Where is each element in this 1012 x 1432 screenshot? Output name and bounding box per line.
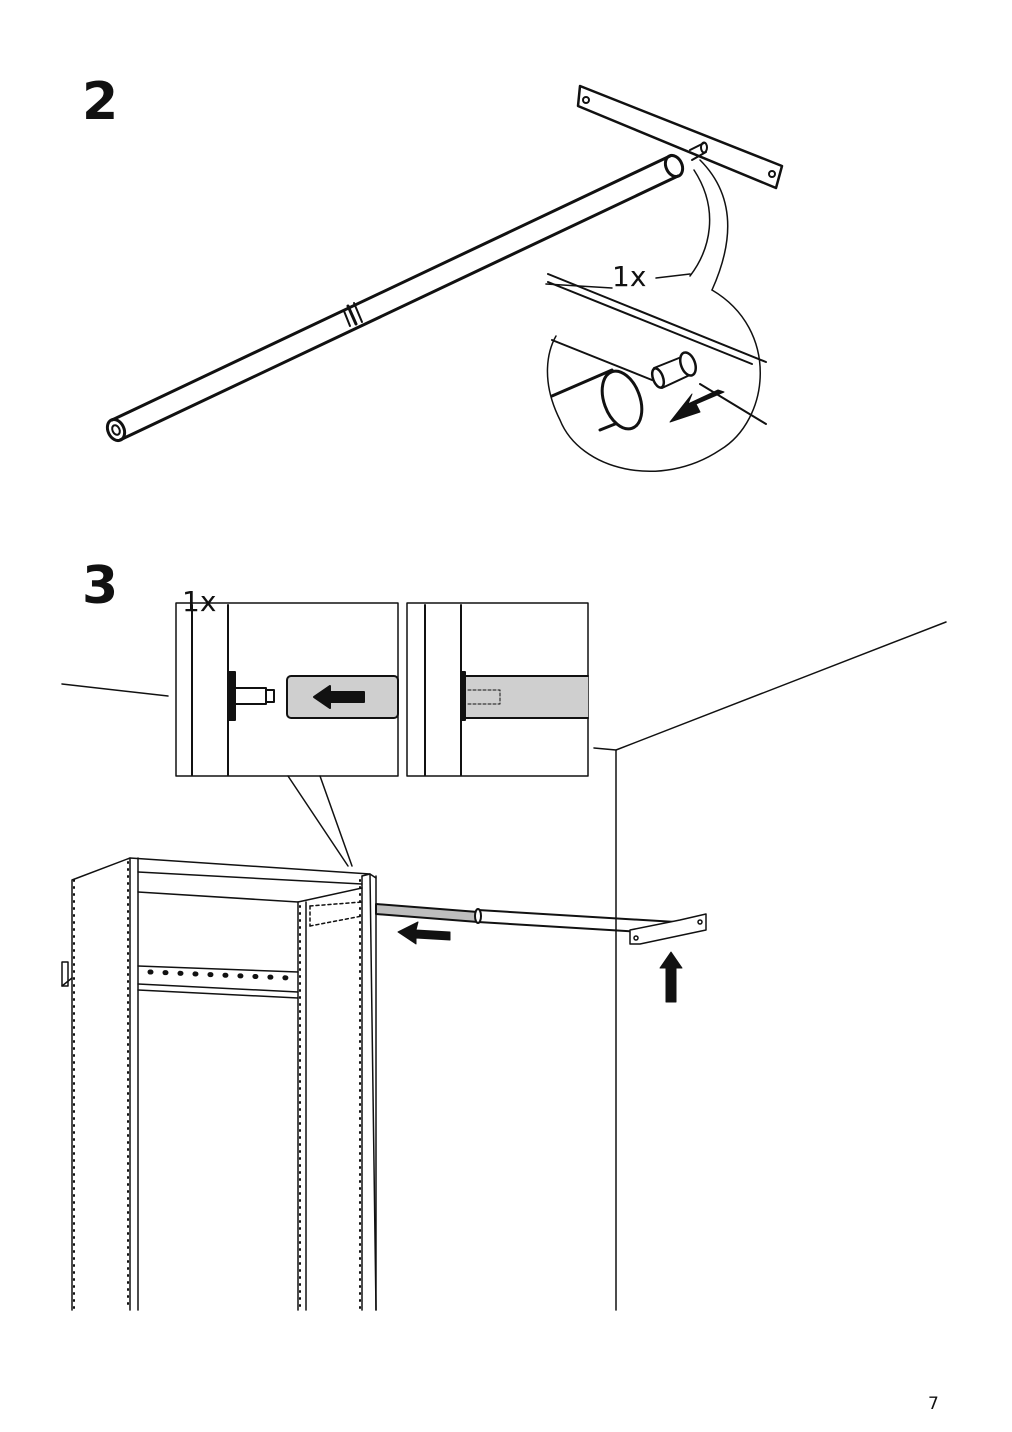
rail-bracket-icon: [576, 84, 784, 190]
push-arrow-icon: [669, 389, 725, 423]
step-3-number: 3: [82, 556, 119, 616]
step-2-quantity: 1x: [612, 260, 646, 293]
step-3-quantity: 1x: [182, 585, 216, 618]
dowel-pin-icon: [689, 141, 708, 161]
wall-bracket-icon: [629, 913, 707, 945]
step-2-number: 2: [82, 72, 119, 132]
wardrobe-frame-icon: [61, 857, 377, 1311]
up-arrow-icon: [659, 951, 683, 1003]
clothes-rail-icon: [105, 153, 685, 443]
push-arrow-icon: [397, 921, 451, 945]
page-number: 7: [928, 1394, 939, 1414]
